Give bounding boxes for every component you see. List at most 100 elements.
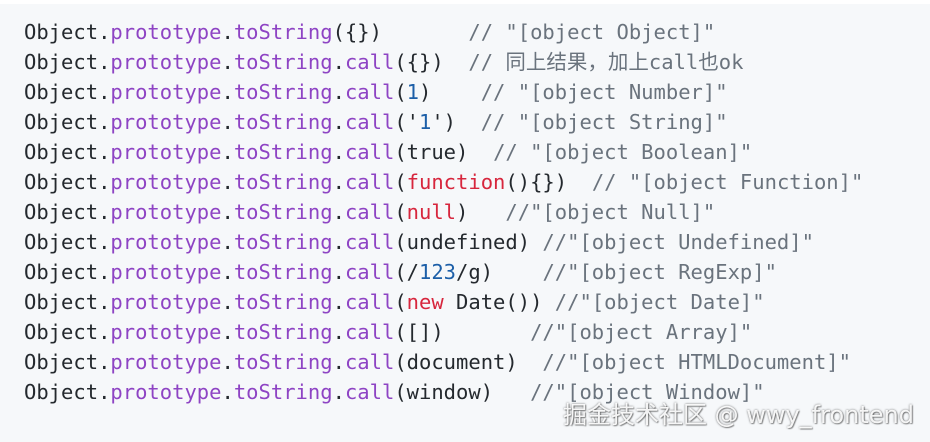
code-tostring: toString [233, 20, 333, 44]
code-prototype: prototype [110, 200, 222, 224]
code-dot: . [221, 200, 234, 224]
code-dot: . [98, 50, 111, 74]
code-call: call [344, 80, 395, 104]
code-line: Object.prototype.toString.call([]) //"[o… [24, 317, 906, 347]
code-call: call [344, 170, 395, 194]
code-comment: // "[object String]" [480, 110, 728, 134]
code-prototype: prototype [110, 350, 222, 374]
code-object: Object [24, 350, 99, 374]
code-line: Object.prototype.toString.call(new Date(… [24, 287, 906, 317]
code-comment: // "[object Number]" [480, 80, 728, 104]
code-dot: . [332, 80, 345, 104]
code-arg-text: ([]) [394, 320, 444, 344]
code-gap [567, 170, 592, 194]
code-line: Object.prototype.toString.call(null) //"… [24, 197, 906, 227]
code-dot: . [332, 260, 345, 284]
code-object: Object [24, 260, 99, 284]
code-arg-text: (undefined) [394, 230, 531, 254]
code-object: Object [24, 230, 99, 254]
code-prototype: prototype [110, 260, 222, 284]
code-arg-text: Date()) [443, 290, 543, 314]
code-arg-text: ({}) [332, 20, 382, 44]
code-comment: //"[object RegExp]" [542, 260, 777, 284]
code-dot: . [221, 140, 234, 164]
code-dot: . [332, 50, 345, 74]
code-gap [468, 200, 505, 224]
code-call: call [344, 350, 395, 374]
top-divider [0, 0, 930, 4]
code-gap [530, 230, 542, 254]
code-arg-text: ) [419, 80, 432, 104]
code-object: Object [24, 140, 99, 164]
code-object: Object [24, 380, 99, 404]
code-dot: . [221, 350, 234, 374]
code-prototype: prototype [110, 320, 222, 344]
code-comment: //"[object Undefined]" [542, 230, 814, 254]
code-args: (1) [394, 80, 431, 104]
code-line: Object.prototype.toString.call(window) /… [24, 377, 906, 407]
code-dot: . [332, 380, 345, 404]
code-prototype: prototype [110, 50, 222, 74]
code-comment: // 同上结果，加上call也ok [468, 50, 744, 74]
code-comment: // "[object Object]" [468, 20, 716, 44]
code-prototype: prototype [110, 290, 222, 314]
code-args: (null) [394, 200, 468, 224]
code-tostring: toString [233, 140, 333, 164]
code-tostring: toString [233, 80, 333, 104]
code-arg-text: (){}) [505, 170, 568, 194]
code-prototype: prototype [110, 170, 222, 194]
code-tostring: toString [233, 380, 333, 404]
code-comment: // "[object Function]" [591, 170, 864, 194]
code-dot: . [221, 230, 234, 254]
code-dot: . [332, 320, 345, 344]
code-arg-text: (document) [394, 350, 518, 374]
code-line: Object.prototype.toString.call(document)… [24, 347, 906, 377]
code-args: (undefined) [394, 230, 530, 254]
code-dot: . [221, 20, 234, 44]
code-gap [382, 20, 468, 44]
code-dot: . [98, 20, 111, 44]
code-call: call [344, 290, 395, 314]
code-call: call [344, 260, 395, 284]
code-tostring: toString [233, 110, 333, 134]
code-line: Object.prototype.toString.call(undefined… [24, 227, 906, 257]
code-gap [518, 350, 543, 374]
code-object: Object [24, 170, 99, 194]
code-arg-text: (true) [394, 140, 469, 164]
code-args: ({}) [333, 20, 382, 44]
code-gap [493, 380, 530, 404]
code-dot: . [332, 200, 345, 224]
code-tostring: toString [233, 230, 333, 254]
code-dot: . [98, 260, 111, 284]
code-dot: . [221, 110, 234, 134]
code-call: call [344, 140, 395, 164]
code-prototype: prototype [110, 80, 222, 104]
code-object: Object [24, 80, 99, 104]
code-tostring: toString [233, 260, 333, 284]
code-arg-text: ({}) [394, 50, 444, 74]
code-keyword: new [406, 290, 444, 314]
code-object: Object [24, 290, 99, 314]
code-object: Object [24, 110, 99, 134]
code-arg-text: ) [456, 200, 469, 224]
code-gap [542, 290, 554, 314]
code-call: call [344, 50, 395, 74]
code-gap [431, 80, 480, 104]
code-object: Object [24, 200, 99, 224]
code-dot: . [98, 110, 111, 134]
code-dot: . [221, 260, 234, 284]
code-call: call [344, 230, 395, 254]
code-comment: //"[object Null]" [505, 200, 716, 224]
code-prototype: prototype [110, 140, 222, 164]
code-comment: //"[object HTMLDocument]" [542, 350, 851, 374]
code-call: call [344, 110, 395, 134]
code-comment: //"[object Window]" [530, 380, 765, 404]
code-line: Object.prototype.toString.call(/123/g) /… [24, 257, 906, 287]
code-arg-text: ( [394, 290, 407, 314]
code-number: 1 [419, 110, 432, 134]
code-number: 123 [419, 260, 457, 284]
code-args: ('1') [394, 110, 456, 134]
code-arg-text: (window) [394, 380, 494, 404]
watermark: 掘金技术社区 @ wwy_frontend [562, 401, 914, 429]
